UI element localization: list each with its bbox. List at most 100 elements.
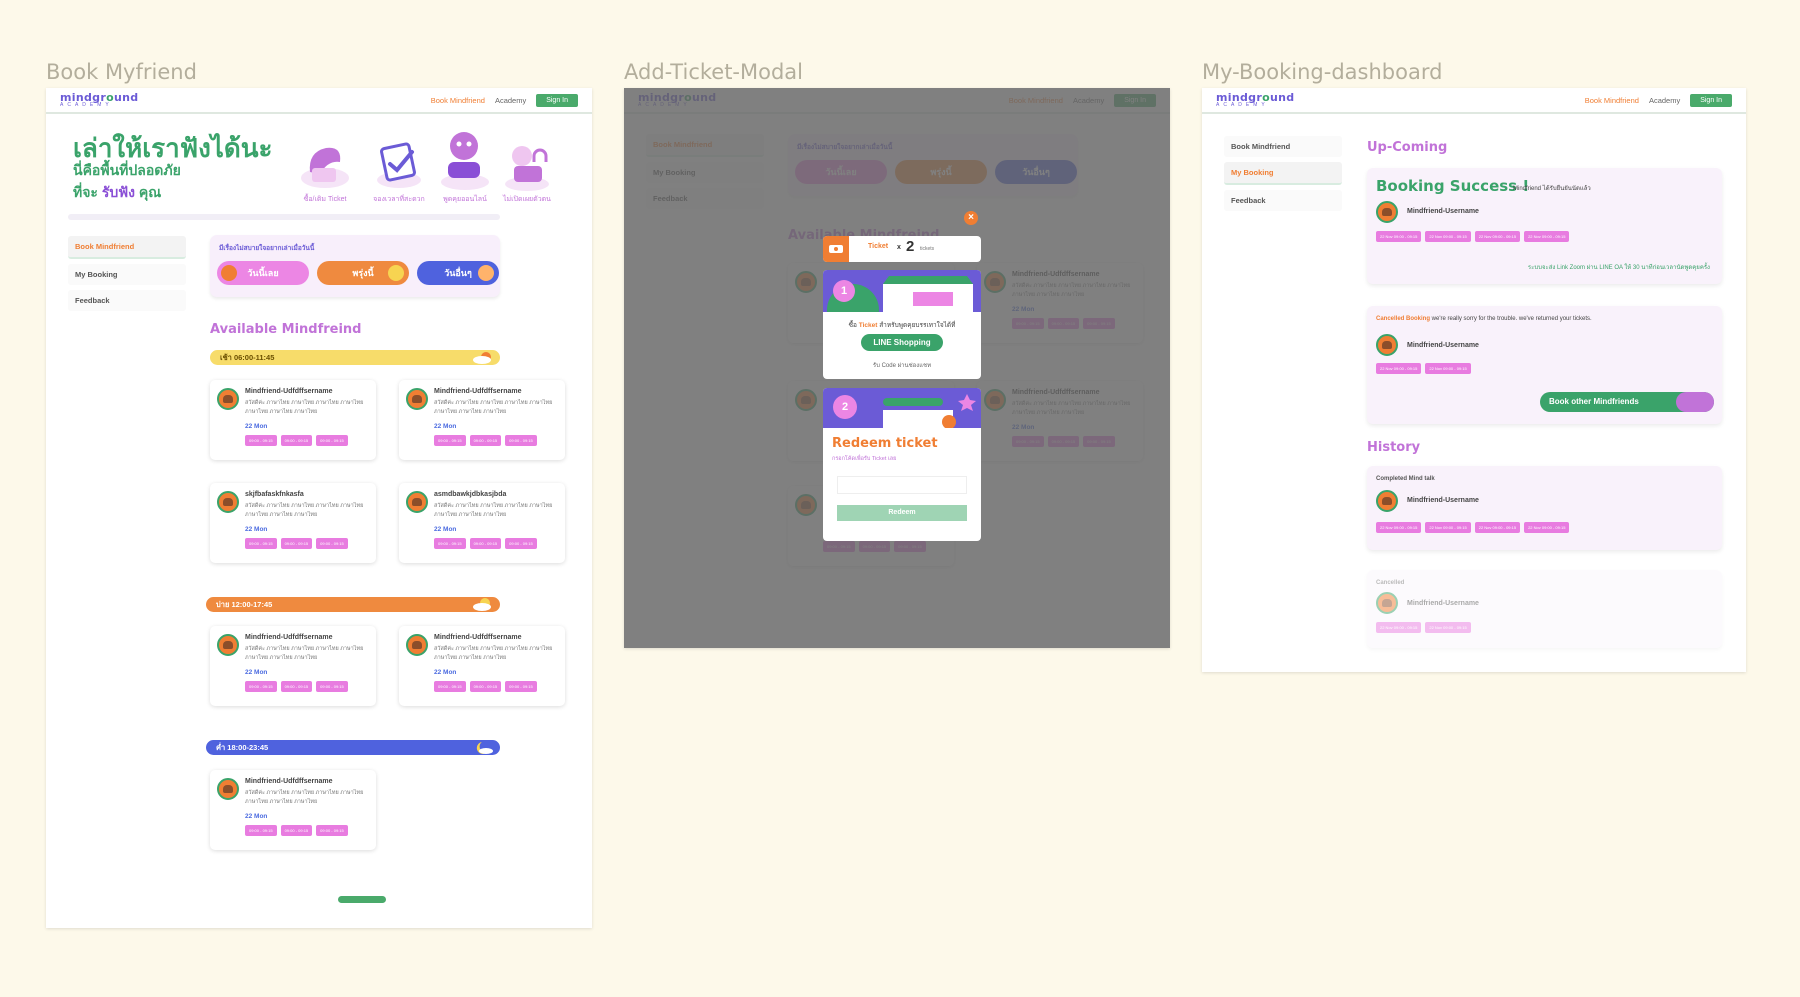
buy-text-b: สำหรับพูดคุยบรรเทาใจได้ที่	[877, 322, 956, 329]
morning-band: เช้า 06:00-11:45	[210, 350, 500, 365]
ticket-bag-icon	[301, 147, 349, 188]
mindfriend-username: Mindfriend-Username	[1407, 497, 1479, 504]
time-slot[interactable]: 09:00 - 09:15	[245, 538, 277, 549]
buy-text-a: ซื้อ	[848, 322, 859, 329]
time-slot[interactable]: 09:00 - 09:15	[434, 435, 466, 446]
cloud-sun-icon	[473, 352, 491, 364]
logo[interactable]: mindground ACADEMY	[60, 92, 138, 108]
tomorrow-button[interactable]: พรุ่งนี้	[317, 261, 409, 285]
redeem-panel: 2 Redeem ticket กรอกโค้ดเพื่อรับ Ticket …	[823, 388, 981, 541]
ticket-count: 2	[906, 238, 915, 255]
sidebar-item-book[interactable]: Book Mindfriend	[1224, 136, 1342, 157]
booked-slot: 22 Nov 09:00 - 09:15	[1474, 231, 1521, 242]
morning-band-label: เช้า 06:00-11:45	[220, 352, 275, 362]
history-slot: 22 Nov 09:00 - 09:15	[1376, 522, 1422, 533]
hero-subline-2: ที่จะ รับฟัง คุณ	[73, 182, 161, 204]
time-slot[interactable]: 09:00 - 09:15	[245, 825, 277, 836]
redeem-title: Redeem ticket	[832, 436, 938, 451]
card-date: 22 Mon	[245, 526, 268, 533]
time-slot[interactable]: 09:00 - 09:15	[505, 538, 537, 549]
history-slot: 22 Nov 09:00 - 09:15	[1425, 522, 1471, 533]
mindfriend-card[interactable]: Mindfriend-Udfdffsername สวัสดีค่ะ ภาษาไ…	[210, 626, 376, 706]
time-slot[interactable]: 09:00 - 09:15	[434, 681, 466, 692]
booked-slot: 22 Nov 09:00 - 09:15	[1376, 231, 1422, 242]
nav-academy[interactable]: Academy	[494, 95, 527, 105]
time-slot[interactable]: 09:00 - 09:15	[280, 681, 313, 692]
mindfriend-card[interactable]: Mindfriend-Udfdffsername สวัสดีค่ะ ภาษาไ…	[399, 380, 565, 460]
today-button[interactable]: วันนี้เลย	[217, 261, 309, 285]
time-slot[interactable]: 09:00 - 09:15	[505, 681, 537, 692]
avatar	[217, 491, 239, 513]
sidebar-item-book[interactable]: Book Mindfriend	[68, 236, 186, 259]
moon-cloud-icon	[476, 742, 493, 754]
avatar	[406, 491, 428, 513]
logo-subtext: ACADEMY	[60, 102, 113, 108]
frame-title-book: Book Myfriend	[46, 60, 197, 84]
nav-academy[interactable]: Academy	[1648, 95, 1681, 105]
nav-book-mindfriend[interactable]: Book Mindfriend	[1584, 95, 1639, 105]
hero-divider	[68, 214, 500, 220]
book-other-label: Book other Mindfriends	[1549, 397, 1639, 406]
time-slot[interactable]: 09:00 - 09:15	[434, 538, 466, 549]
time-slot[interactable]: 09:00 - 09:15	[316, 825, 348, 836]
card-description: สวัสดีค่ะ ภาษาไทย ภาษาไทย ภาษาไทย ภาษาไท…	[434, 503, 553, 518]
nav-book-mindfriend[interactable]: Book Mindfriend	[430, 95, 485, 105]
close-icon[interactable]: ×	[964, 211, 978, 225]
avatar	[217, 388, 239, 410]
other-day-label: วันอื่นๆ	[444, 268, 472, 278]
time-slot[interactable]: 09:00 - 09:15	[245, 681, 277, 692]
avatar	[217, 634, 239, 656]
sidebar-item-my-booking[interactable]: My Booking	[68, 264, 186, 285]
booking-success-title: Booking Success !	[1376, 177, 1530, 195]
avatar	[1376, 201, 1398, 223]
time-slot[interactable]: 09:00 - 09:15	[316, 681, 348, 692]
evening-band-label: ค่ำ 18:00-23:45	[216, 742, 269, 752]
sidebar-item-feedback[interactable]: Feedback	[1224, 190, 1342, 211]
time-slot[interactable]: 09:00 - 09:15	[469, 538, 502, 549]
receive-code-text: รับ Code ผ่านช่องแชท	[872, 363, 932, 369]
sidebar-item-feedback[interactable]: Feedback	[68, 290, 186, 311]
sidebar-item-my-booking[interactable]: My Booking	[1224, 162, 1342, 185]
ill-label-anonymous: ไม่เปิดเผยตัวตน	[503, 196, 551, 203]
returned-slot: 22 Nov 09:00 - 09:15	[1376, 363, 1422, 374]
redeem-code-input[interactable]	[837, 476, 967, 494]
frame-book-myfriend: mindground ACADEMY Book Mindfriend Acade…	[46, 88, 592, 928]
mindfriend-card[interactable]: Mindfriend-Udfdffsername สวัสดีค่ะ ภาษาไ…	[210, 380, 376, 460]
time-slot[interactable]: 09:00 - 09:15	[245, 435, 277, 446]
time-slot[interactable]: 09:00 - 09:15	[280, 435, 313, 446]
logo[interactable]: mindground ACADEMY	[1216, 92, 1294, 108]
signin-button[interactable]: Sign In	[1690, 93, 1732, 107]
time-slot[interactable]: 09:00 - 09:15	[316, 538, 348, 549]
time-slot[interactable]: 09:00 - 09:15	[469, 435, 502, 446]
signin-button[interactable]: Sign In	[536, 93, 578, 107]
returned-slot: 22 Nov 09:00 - 09:15	[1425, 363, 1471, 374]
mindfriend-card[interactable]: asmdbawkjdbkasjbda สวัสดีค่ะ ภาษาไทย ภาษ…	[399, 483, 565, 563]
mindfriend-card[interactable]: Mindfriend-Udfdffsername สวัสดีค่ะ ภาษาไ…	[399, 626, 565, 706]
card-name: asmdbawkjdbkasjbda	[434, 491, 507, 498]
redeem-button[interactable]: Redeem	[837, 505, 967, 521]
completed-talk-label: Completed Mind talk	[1376, 476, 1435, 482]
book-other-mindfriends-button[interactable]: Book other Mindfriends	[1540, 392, 1714, 412]
today-label: วันนี้เลย	[247, 268, 279, 278]
time-slot[interactable]: 09:00 - 09:15	[280, 538, 313, 549]
hero-headline: เล่าให้เราฟังได้นะ	[73, 134, 273, 164]
load-more-handle[interactable]	[338, 896, 386, 903]
other-day-button[interactable]: วันอื่นๆ	[417, 261, 499, 285]
line-shopping-button[interactable]: LINE Shopping	[861, 334, 943, 351]
hero-sub-b: รับฟัง	[101, 184, 135, 200]
mindfriend-card[interactable]: skjfbafaskfnkasfa สวัสดีค่ะ ภาษาไทย ภาษา…	[210, 483, 376, 563]
time-slot[interactable]: 09:00 - 09:15	[316, 435, 348, 446]
mindfriend-username: Mindfriend-Username	[1407, 600, 1479, 607]
redeem-hint: กรอกโค้ดเพื่อรับ Ticket เลย	[832, 456, 897, 462]
evening-band: ค่ำ 18:00-23:45	[206, 740, 500, 755]
time-slot[interactable]: 09:00 - 09:15	[505, 435, 537, 446]
upcoming-title: Up-Coming	[1367, 140, 1448, 155]
ticket-icon	[823, 236, 849, 262]
card-name: Mindfriend-Udfdffsername	[245, 778, 333, 785]
time-slot[interactable]: 09:00 - 09:15	[280, 825, 313, 836]
hero-sub-a: ที่จะ	[73, 184, 98, 200]
history-slot: 22 Nov 09:00 - 09:15	[1524, 522, 1570, 533]
time-slot[interactable]: 09:00 - 09:15	[469, 681, 502, 692]
characters-icon	[1676, 392, 1714, 412]
mindfriend-card[interactable]: Mindfriend-Udfdffsername สวัสดีค่ะ ภาษาไ…	[210, 770, 376, 850]
